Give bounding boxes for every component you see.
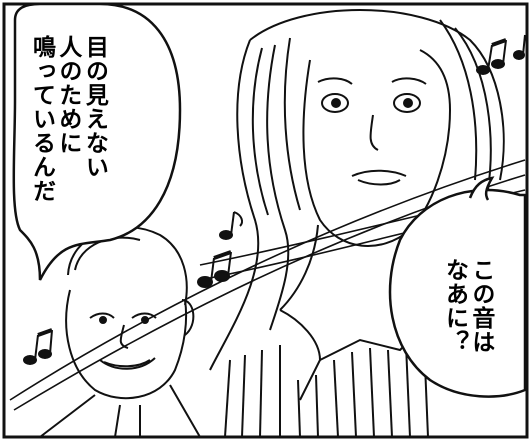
music-note-icon [476, 38, 507, 75]
music-note-icon [23, 328, 53, 365]
music-note-icon [197, 250, 232, 288]
music-notes [23, 34, 526, 365]
bubble-right-line: この音は [467, 258, 494, 354]
music-note-icon [219, 211, 243, 240]
bubble-left-line: 人のために [54, 35, 81, 155]
bubble-right-text: この音は なあに？ [441, 258, 494, 354]
speech-bubble-right [388, 188, 527, 398]
bubble-left-text: 目の見えない 人のために 鳴っているんだ [28, 35, 107, 203]
speech-bubble-tail [468, 176, 495, 201]
music-note-icon [513, 34, 526, 60]
bubble-left-line: 目の見えない [81, 35, 108, 179]
bubble-right-line: なあに？ [441, 258, 468, 354]
bubble-left-line: 鳴っているんだ [28, 35, 55, 203]
speech-bubble-left [12, 2, 182, 281]
man-figure [39, 226, 201, 438]
